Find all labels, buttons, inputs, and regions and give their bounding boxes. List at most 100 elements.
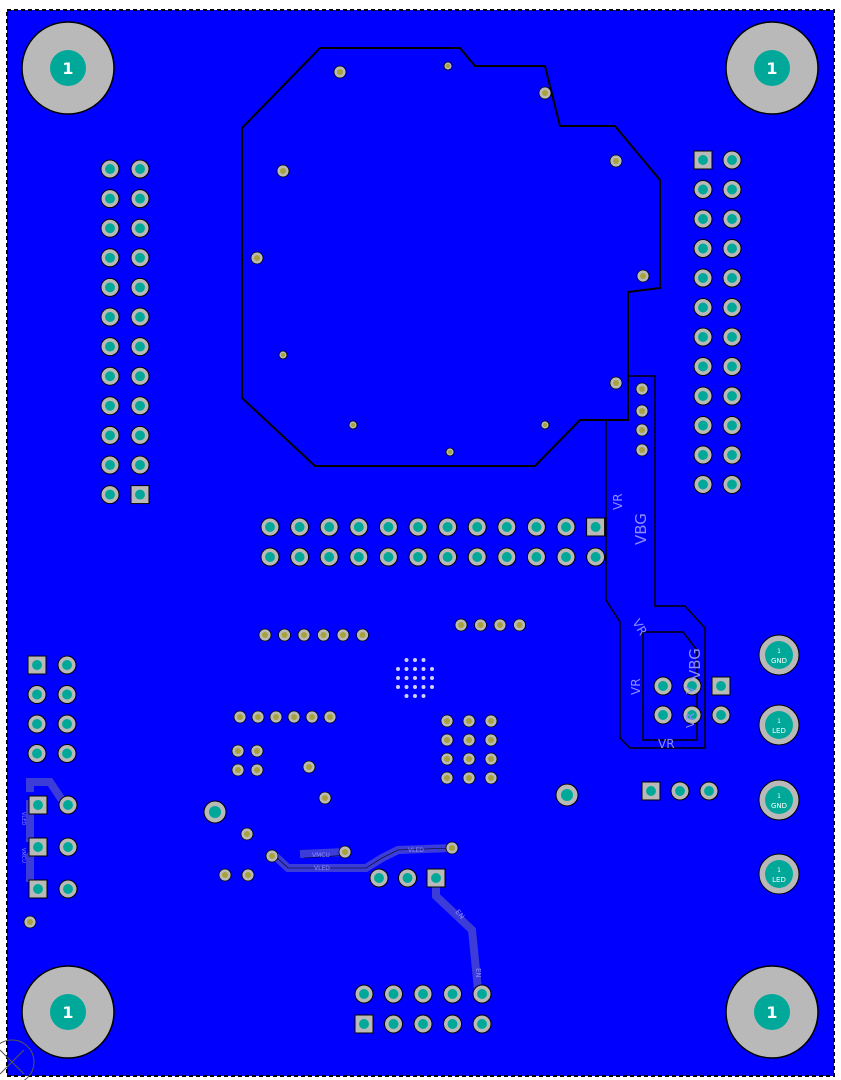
bga-ball [396,667,400,671]
via-drill [237,714,243,720]
bga-ball [404,685,409,689]
trace-left-1 [26,778,66,803]
keepout-outline [241,47,661,467]
via-drill [254,767,260,773]
via-drill [497,622,503,628]
label-vmcu: VMCU [312,852,330,859]
bga-ball [396,676,400,680]
via-drill [458,622,464,628]
bga-ball [413,685,417,689]
via-drill [477,622,484,628]
header-middle-12x2 [260,517,606,567]
bga-ball [413,676,417,680]
header-3pin-right [641,781,719,801]
via-drill [359,632,366,638]
via-drill [466,718,472,724]
via-drill [255,714,261,720]
via-drill [245,872,251,878]
via-drill [639,427,645,433]
silkscreen-labels: VR VBG VR VBG VR VR VR V EN EN VLED VMCU… [20,493,704,977]
via-drill [613,158,619,164]
header-left-2x12 [100,159,150,505]
via-drill [639,386,645,392]
via-drill [542,90,548,96]
bga-ball [421,694,426,698]
via-drill [351,423,355,427]
label-vr: VR [611,493,625,510]
trace-vmcu [299,848,346,858]
via-drill [488,737,494,743]
via-drill [640,273,646,279]
via-drill [254,748,260,754]
pad-single [203,783,579,824]
via-drill [327,714,333,720]
via-drill [639,408,645,414]
via-drill [488,718,494,724]
via-drill [543,423,547,427]
via-drill [235,767,241,773]
pin-headers [27,150,742,1034]
via-drill [235,748,241,754]
test-point-pin: 1 [777,793,781,800]
via-drill [466,775,472,781]
mounting-hole-label: 1 [62,1003,73,1022]
label-v-partial: V [684,686,697,694]
via-drill [444,756,450,762]
via-drill [342,849,348,855]
bga-ball [413,667,417,671]
test-point-pin: 1 [777,648,781,655]
test-point-net: LED [772,727,786,735]
via-drill [639,447,645,453]
via-drill [320,632,327,638]
bga-ball [421,685,426,689]
bga-ball [413,694,417,698]
via-drill [291,714,297,720]
bga-ball [430,685,434,689]
label-vbg-2: VBG [686,648,704,680]
via-drill [444,718,450,724]
bga-ball [404,658,409,662]
via-drill [309,714,315,720]
via-drill [488,756,494,762]
via-drill [281,353,285,357]
header-left-small [27,655,77,763]
via-drill [244,831,250,837]
label-vled-2: VLED [314,865,330,872]
origin-marker-icon [0,1039,35,1080]
via-drill [281,632,288,638]
bga-ball [413,658,417,662]
mounting-hole-2: 1 [725,21,819,115]
test-point-net: GND [771,802,787,810]
header-vr-2x3-b [653,705,731,725]
via-drill [448,450,452,454]
mounting-hole-4: 1 [725,965,819,1059]
test-point-net: GND [771,657,787,665]
header-3pin-bottom [369,868,446,888]
bga-ball [430,667,434,671]
test-point-net: LED [772,876,786,884]
via-drill [444,775,450,781]
via-drill [322,795,328,801]
bga-ball [404,694,409,698]
mounting-hole-label: 1 [62,59,73,78]
via-drill [337,69,343,75]
mounting-hole-3: 1 [21,965,115,1059]
via-drill [446,64,450,68]
via-drill [613,380,619,386]
mounting-hole-label: 1 [766,1003,777,1022]
bga-ball [421,676,426,680]
via-drill [254,255,260,261]
label-en: EN [474,968,482,978]
label-vled-left: VLED [20,812,26,825]
bga-ball [430,676,434,680]
via-drill [262,632,268,638]
mounting-hole-label: 1 [766,59,777,78]
label-vbg: VBG [632,513,650,545]
via-drill [340,632,346,638]
via-drill [301,632,307,638]
via-drill [516,622,523,628]
